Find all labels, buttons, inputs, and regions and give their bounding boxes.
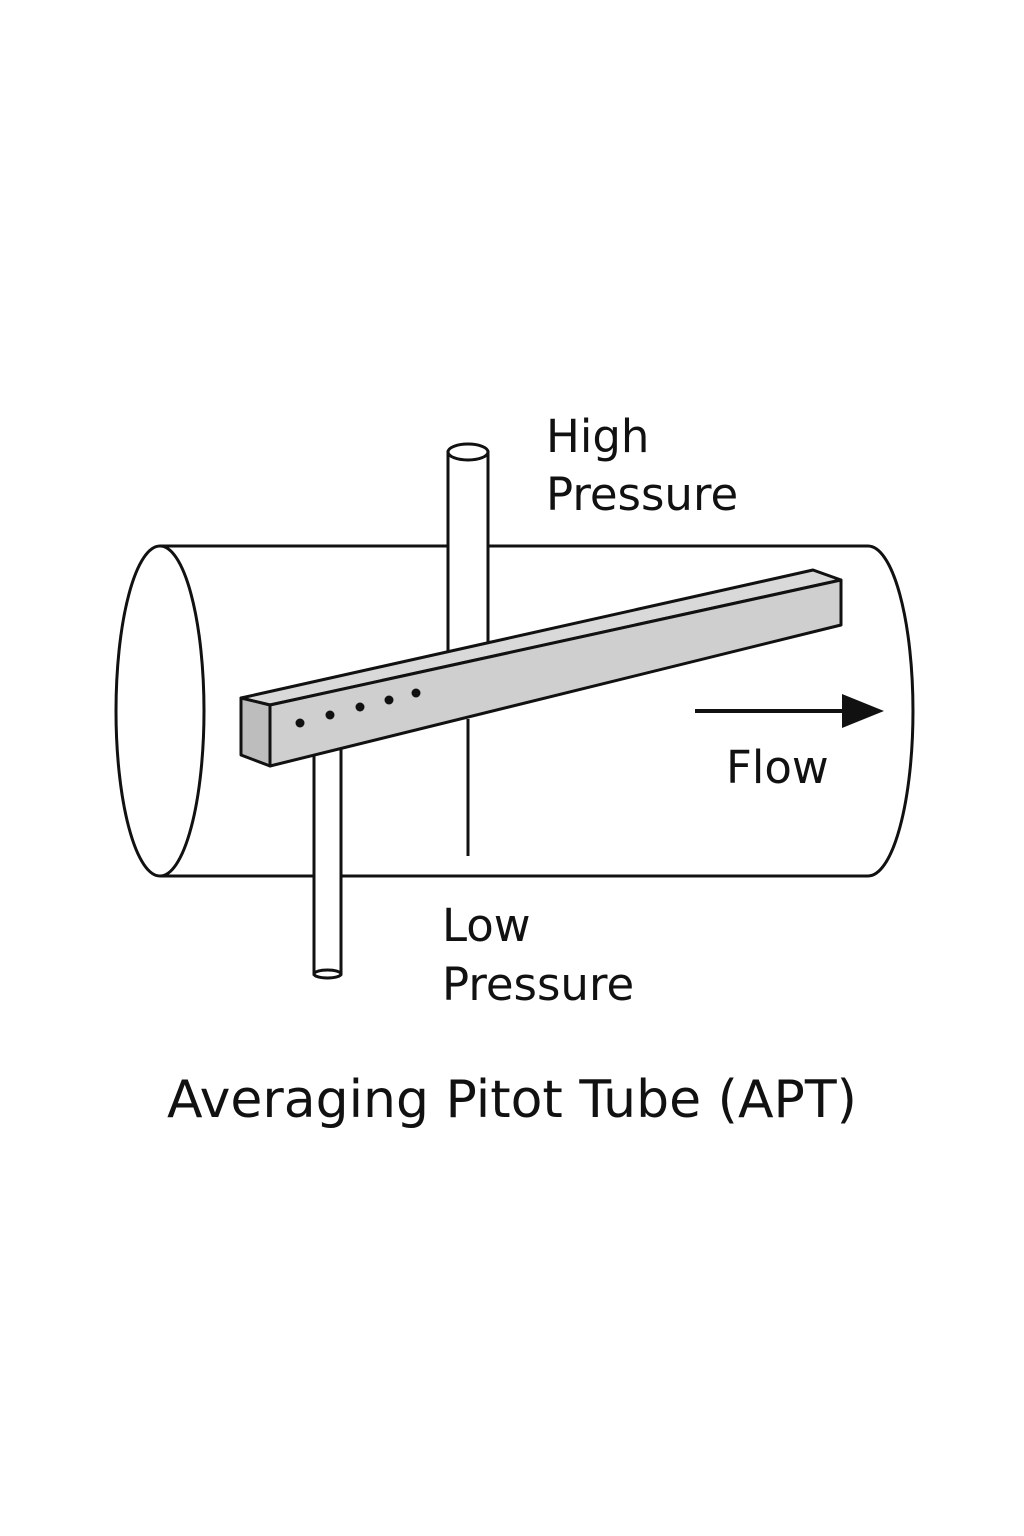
high-pressure-label-line2: Pressure (546, 468, 739, 521)
sensing-port (411, 688, 421, 698)
high-pressure-label-line1: High (546, 410, 650, 463)
pipe-inlet-end (114, 544, 206, 878)
diagram-title: Averaging Pitot Tube (APT) (167, 1070, 857, 1130)
probe-bar-end (239, 696, 272, 768)
sensing-port (325, 710, 335, 720)
sensing-port (295, 718, 305, 728)
flow-label: Flow (726, 741, 829, 794)
low-pressure-tube (312, 738, 343, 980)
high-pressure-tube (446, 442, 490, 666)
sensing-port (355, 702, 365, 712)
low-pressure-tube-bottom (312, 968, 343, 980)
flow-arrow-head (842, 694, 884, 728)
low-pressure-tube-body (312, 738, 343, 976)
sensing-port (384, 695, 394, 705)
sensing-ports (295, 688, 421, 728)
averaging-probe-bar (239, 568, 843, 768)
low-pressure-label-line2: Pressure (442, 958, 635, 1011)
flow-arrow (695, 694, 884, 728)
low-pressure-label-line1: Low (442, 899, 531, 952)
high-pressure-tube-top (446, 442, 490, 462)
